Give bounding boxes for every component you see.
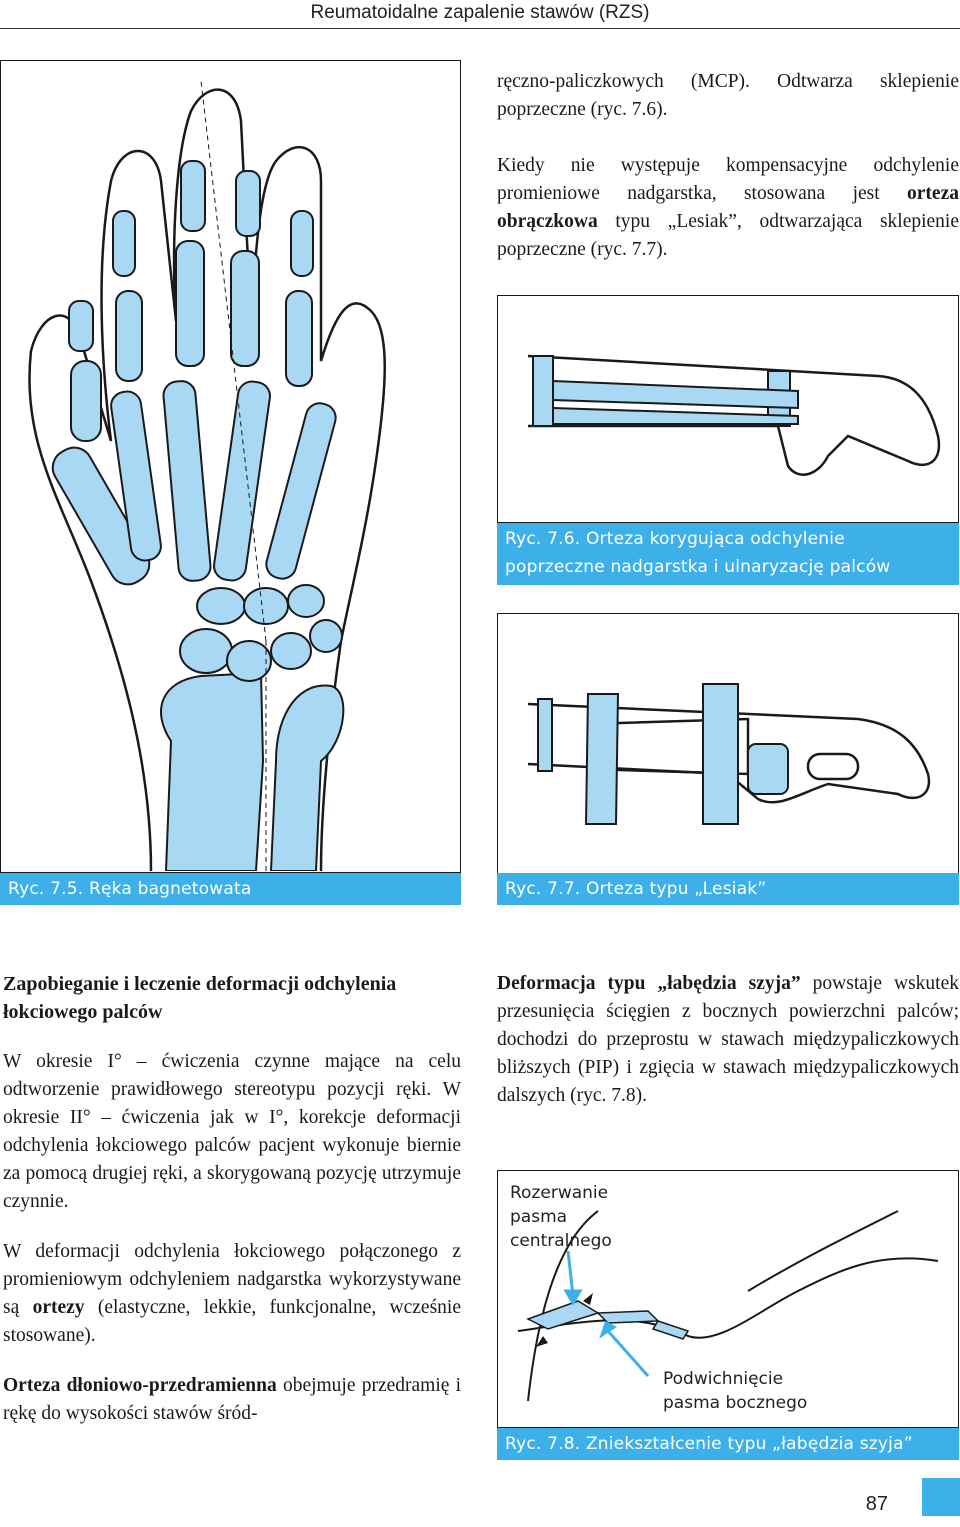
figure-7-6-caption: Ryc. 7.6. Orteza korygująca odchylenie p…: [497, 523, 959, 585]
figure-7-5-caption: Ryc. 7.5. Ręka bagnetowata: [0, 873, 461, 905]
page-tab-marker: [922, 1478, 960, 1516]
label-central-band-rupture: Rozerwanie pasma centralnego: [510, 1181, 612, 1253]
figure-7-5-caption-text: Ryc. 7.5. Ręka bagnetowata: [8, 879, 252, 899]
corrective-orthosis-illustration: [527, 354, 941, 476]
bold-term: orteza obrączkowa: [497, 183, 959, 232]
label-line: Podwichnięcie: [663, 1369, 784, 1389]
bold-term: Deformacja typu „łabędzia szyja”: [497, 973, 801, 994]
label-lateral-band-subluxation: Podwichnięcie pasma bocznego: [663, 1367, 807, 1415]
text-run: Kiedy nie występuje kompensacyjne odchyl…: [497, 155, 959, 204]
figure-7-8-swan-neck: Rozerwanie pasma centralnego Podwichnięc…: [497, 1170, 959, 1428]
bayonet-hand-illustration: [28, 80, 386, 871]
left-column: Zapobieganie i leczenie deformacji odchy…: [3, 970, 461, 1428]
lesiak-orthosis-illustration: [527, 683, 931, 825]
swan-neck-illustration: [517, 1210, 939, 1402]
paragraph-mcp: ręczno-paliczkowych (MCP). Odtwarza skle…: [497, 71, 959, 120]
label-line: pasma bocznego: [663, 1393, 808, 1413]
paragraph-orthoses: W deformacji odchylenia łokciowego połąc…: [3, 1238, 461, 1350]
header-rule: [0, 28, 960, 29]
text-run: obejmuje przedramię i rękę do wysokości …: [3, 1375, 461, 1424]
text-run: powstaje wskutek przesunięcia ścięgien z…: [497, 973, 959, 1106]
figure-7-6-caption-line2: poprzeczne nadgarstka i ulnaryzację palc…: [505, 557, 891, 577]
text-run: typu „Lesiak”, odtwarzająca sklepienie p…: [497, 211, 959, 260]
section-heading: Zapobieganie i leczenie deformacji odchy…: [3, 973, 397, 1023]
paragraph-palmar-orthosis: Orteza dłoniowo-przedramienna obejmuje p…: [3, 1372, 461, 1428]
paragraph-orteza-obraczkowa: Kiedy nie występuje kompensacyjne odchyl…: [497, 152, 959, 264]
figure-7-5-hand-xray: [0, 60, 461, 873]
bold-term: Orteza dłoniowo-przedramienna: [3, 1375, 277, 1396]
paragraph-swan-neck: Deformacja typu „łabędzia szyja” powstaj…: [497, 970, 959, 1110]
figure-7-7-caption-text: Ryc. 7.7. Orteza typu „Lesiak”: [505, 879, 767, 899]
figure-7-8-caption: Ryc. 7.8. Zniekształcenie typu „łabędzia…: [497, 1428, 959, 1460]
figure-7-7-lesiak-orthosis: [497, 613, 959, 875]
figure-7-8-caption-text: Ryc. 7.8. Zniekształcenie typu „łabędzia…: [505, 1434, 913, 1454]
label-line: Rozerwanie: [510, 1183, 609, 1203]
label-line: pasma: [510, 1207, 568, 1227]
running-header: Reumatoidalne zapalenie stawów (RZS): [310, 2, 650, 23]
right-column: Deformacja typu „łabędzia szyja” powstaj…: [497, 970, 959, 1110]
label-line: centralnego: [510, 1231, 612, 1251]
paragraph-exercises: W okresie I° – ćwiczenia czynne mające n…: [3, 1051, 461, 1212]
figure-7-6-caption-line1: Ryc. 7.6. Orteza korygująca odchylenie: [505, 529, 845, 549]
page-number: 87: [865, 1493, 888, 1515]
top-right-text: ręczno-paliczkowych (MCP). Odtwarza skle…: [497, 68, 959, 264]
text-run: (elastyczne, lekkie, funkcjonalne, wcześ…: [3, 1297, 461, 1346]
figure-7-7-caption: Ryc. 7.7. Orteza typu „Lesiak”: [497, 873, 959, 905]
text-run: W deformacji odchylenia łokciowego połąc…: [3, 1241, 461, 1318]
figure-7-6-orthosis: [497, 295, 959, 523]
bold-term: ortezy: [32, 1297, 85, 1318]
